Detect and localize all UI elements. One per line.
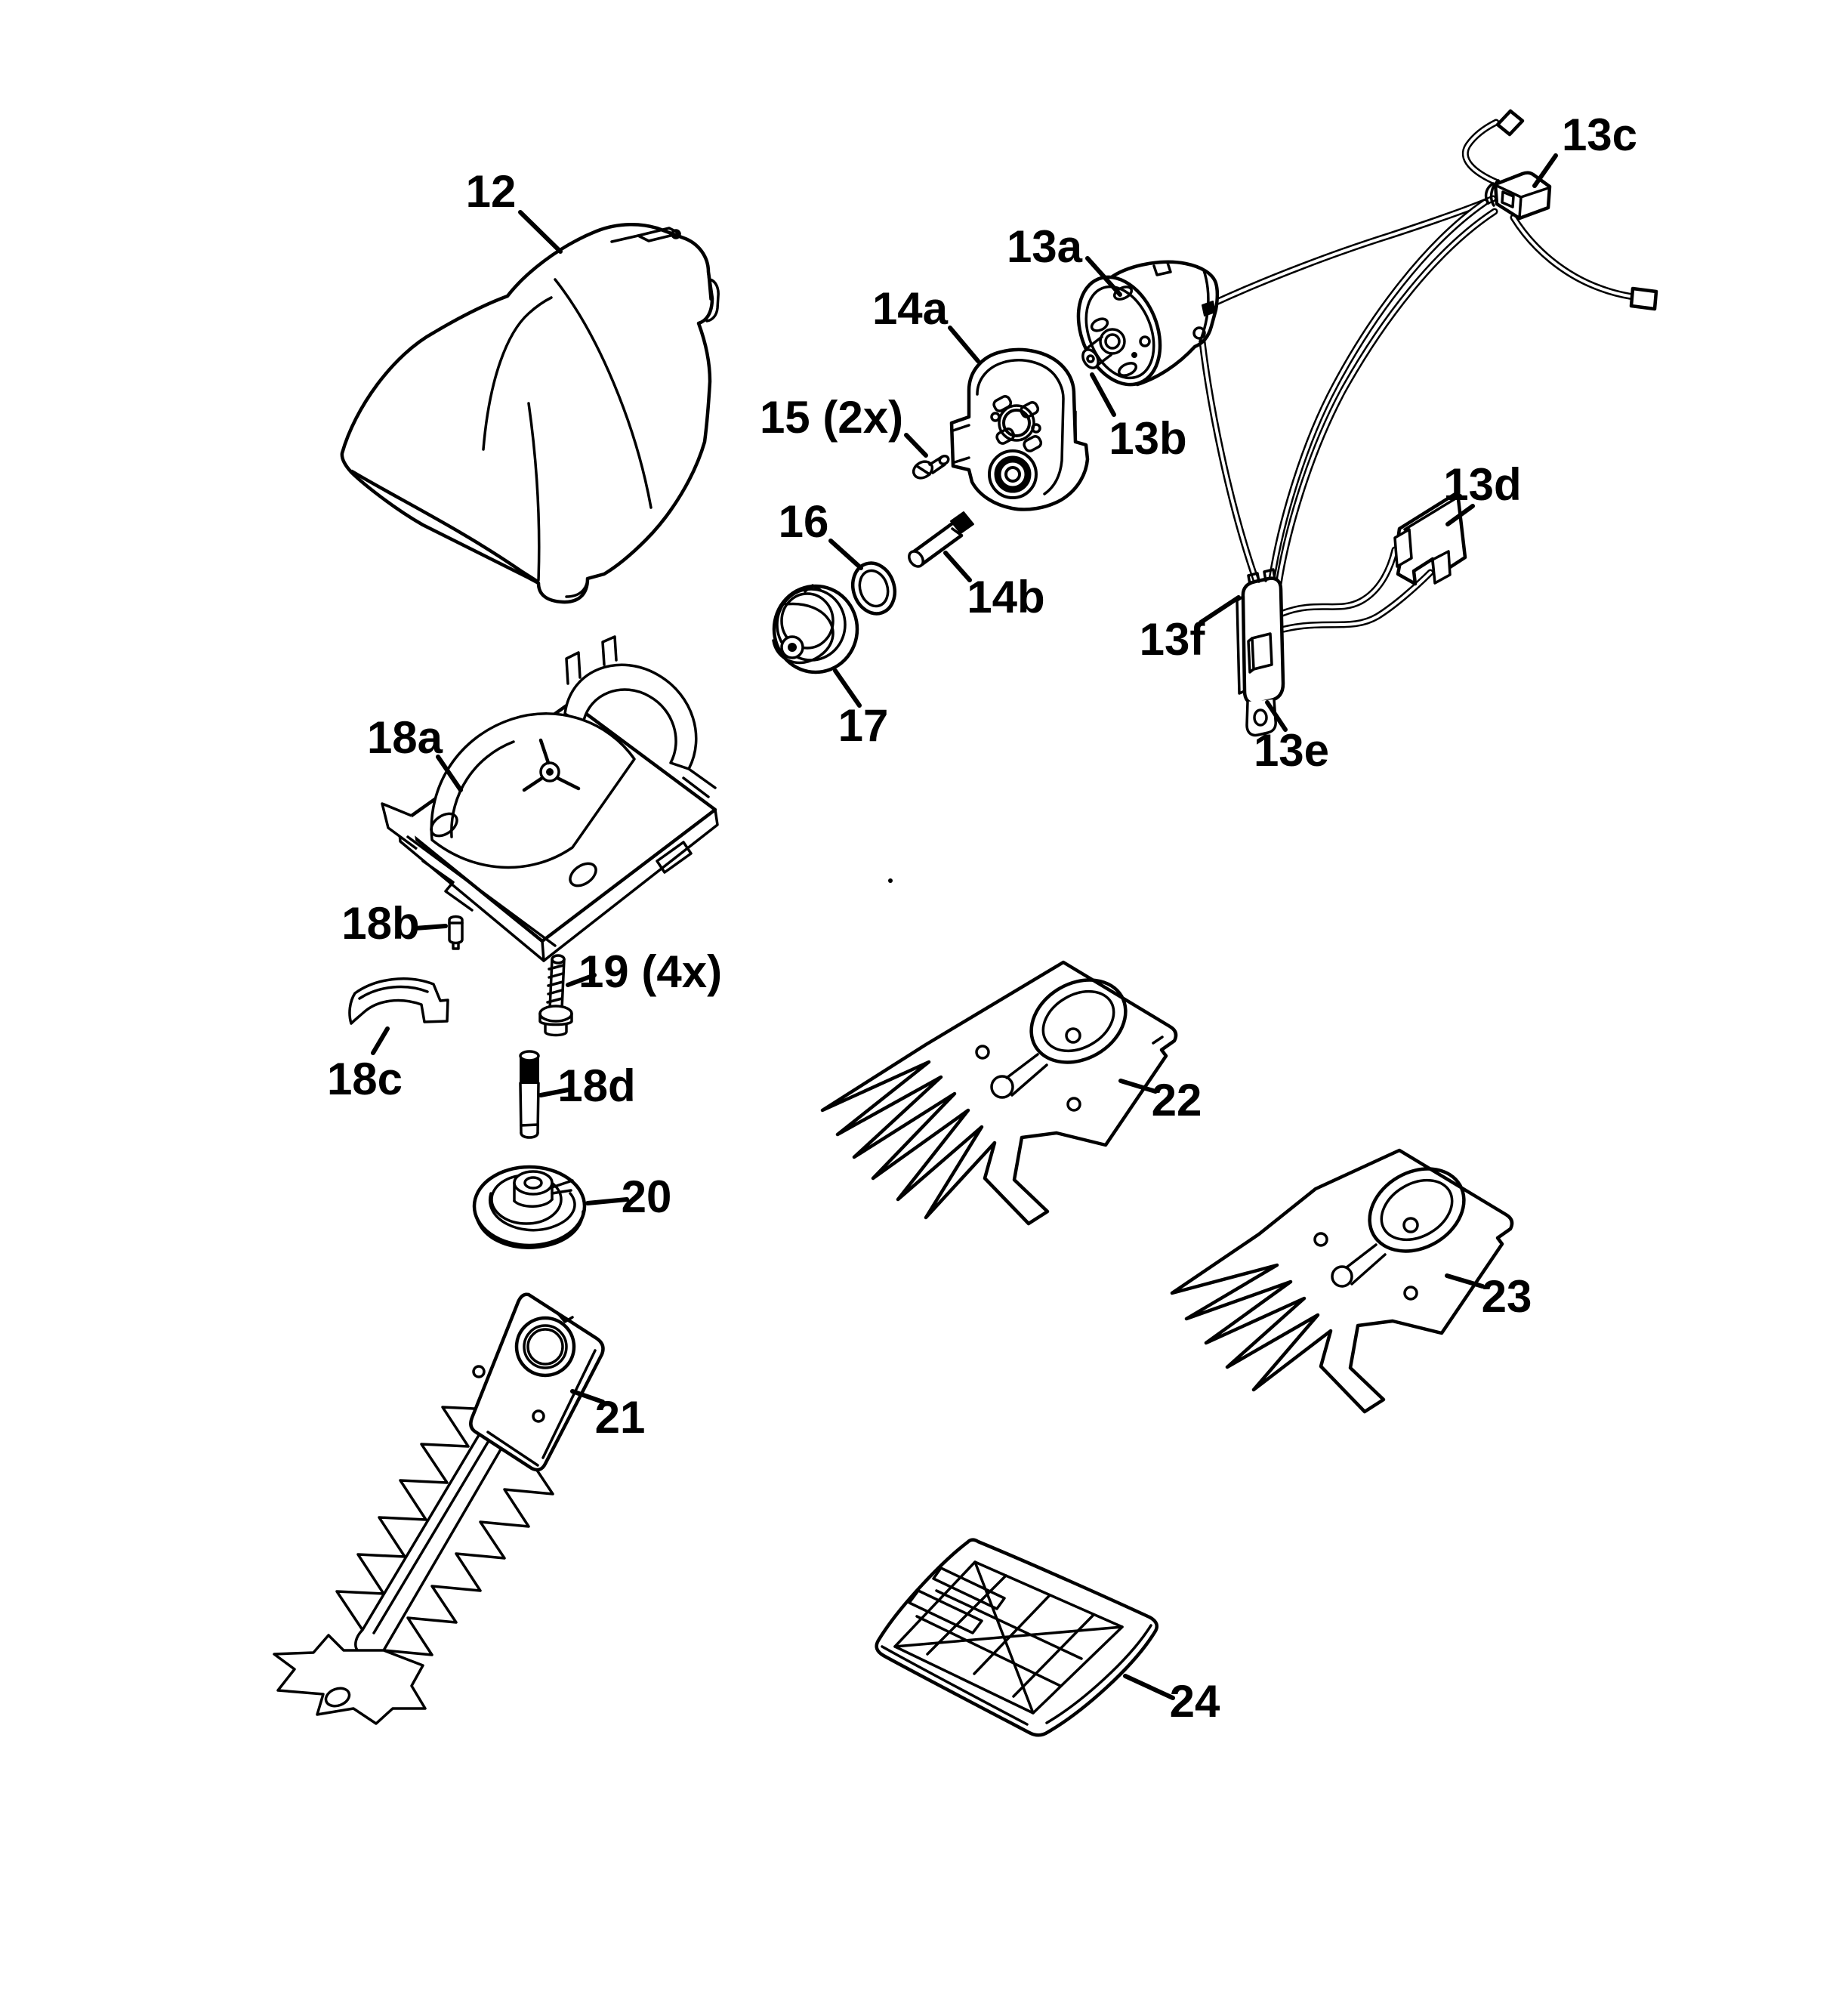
part-18b-pin-drawing [448, 915, 464, 950]
wire-harness-13-drawing [1197, 109, 1658, 633]
part-label-20: 20 [622, 1171, 672, 1222]
part-12-housing-drawing [340, 223, 720, 604]
leader-line-13c [1532, 153, 1558, 188]
part-14b-pin-drawing [908, 511, 974, 568]
part-label-18c: 18c [327, 1054, 403, 1104]
leader-line-20 [585, 1197, 629, 1205]
leader-line-23 [1445, 1273, 1485, 1289]
leader-line-19 [566, 973, 597, 987]
leader-line-13f [1199, 595, 1241, 625]
part-13e-switch-drawing [1236, 568, 1285, 737]
part-13a-motor-drawing [1076, 260, 1220, 387]
leader-line-14b [943, 551, 972, 582]
part-label-18d: 18d [557, 1060, 635, 1111]
leader-line-18d [538, 1088, 570, 1097]
part-label-22: 22 [1152, 1075, 1202, 1125]
part-label-15: 15 (2x) [760, 392, 903, 443]
leader-line-18b [413, 924, 448, 931]
part-19-screw-drawing [538, 954, 573, 1037]
leader-line-15 [904, 433, 928, 458]
leader-line-13b [1090, 372, 1116, 417]
part-20-cam-disc-drawing [472, 1165, 587, 1249]
part-label-12: 12 [466, 166, 517, 217]
part-label-13f: 13f [1140, 614, 1206, 665]
part-label-13a: 13a [1007, 221, 1083, 272]
part-14a-motor-mount-plate-drawing [949, 347, 1090, 511]
leader-line-18a [436, 755, 463, 792]
part-label-21: 21 [595, 1392, 646, 1443]
wire-terminal-right [1629, 286, 1658, 311]
part-label-13b: 13b [1109, 413, 1186, 464]
leader-line-14a [948, 326, 980, 363]
part-label-18b: 18b [341, 898, 419, 949]
wire-terminal-top [1495, 109, 1525, 137]
part-label-23: 23 [1482, 1271, 1532, 1322]
callout-layer: 12 13a 13b 13c 13d 13e 13f 14a 14b 15 (2x) 16 17 18a… [327, 110, 1637, 1727]
leader-line-24 [1123, 1674, 1175, 1700]
part-label-18a: 18a [367, 712, 443, 763]
part-label-13d: 13d [1443, 459, 1521, 510]
part-15-screw-drawing [912, 454, 950, 480]
part-label-14b: 14b [967, 572, 1044, 622]
part-label-13e: 13e [1254, 725, 1329, 776]
part-18c-arc-shoe-drawing [348, 977, 449, 1025]
leader-line-17 [833, 668, 862, 708]
part-label-17: 17 [838, 700, 889, 751]
leader-line-12 [518, 210, 563, 254]
part-label-14a: 14a [872, 283, 949, 334]
print-artifact-dot [888, 878, 893, 883]
part-13d-bracket-drawing [1393, 490, 1467, 586]
part-label-13c: 13c [1562, 110, 1637, 160]
part-16-oring-drawing [851, 561, 896, 616]
part-17-gear-drawing [772, 584, 859, 674]
leader-line-13d [1445, 504, 1475, 526]
part-21-hedge-blade-drawing [273, 1292, 605, 1725]
part-label-19: 19 (4x) [578, 946, 722, 997]
leader-line-21 [570, 1389, 605, 1404]
part-label-16: 16 [779, 496, 829, 547]
leader-line-13e [1265, 700, 1288, 732]
leader-line-22 [1118, 1079, 1158, 1094]
leader-line-13a [1085, 256, 1122, 297]
leader-line-18c [371, 1026, 390, 1055]
part-18d-stud-drawing [519, 1050, 540, 1139]
part-24-base-cover-drawing [875, 1538, 1159, 1737]
part-23-shear-blade-drawing [1170, 1148, 1514, 1414]
part-22-shear-blade-drawing [820, 960, 1178, 1226]
part-label-24: 24 [1170, 1676, 1220, 1727]
part-18a-gearbox-base-drawing [381, 635, 719, 962]
leader-line-16 [828, 539, 863, 570]
